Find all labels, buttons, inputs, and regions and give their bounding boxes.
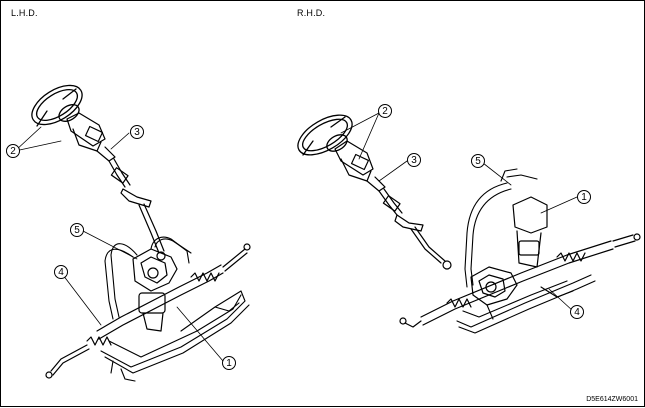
lhd-callout-1-text: 1 xyxy=(226,358,232,369)
lhd-callout-4-text: 4 xyxy=(58,267,64,278)
lhd-callout-leaders xyxy=(14,126,224,362)
rhd-callout-leaders xyxy=(340,112,578,312)
rhd-pipes xyxy=(456,168,596,334)
lhd-callout-1: 1 xyxy=(222,356,236,370)
rhd-steering-column xyxy=(334,140,452,270)
rhd-callout-1: 1 xyxy=(577,190,591,204)
lhd-callout-4: 4 xyxy=(54,265,68,279)
rhd-steering-wheel xyxy=(297,114,353,156)
rhd-callout-2a: 2 xyxy=(378,104,392,118)
rhd-callout-5: 5 xyxy=(471,154,485,168)
lhd-callout-2a-text: 2 xyxy=(10,146,16,157)
rhd-callout-3: 3 xyxy=(407,153,421,167)
rhd-callout-5-text: 5 xyxy=(475,156,481,167)
lhd-callout-5-text: 5 xyxy=(74,225,80,236)
lhd-callout-2a: 2 xyxy=(6,144,20,158)
rhd-title: R.H.D. xyxy=(297,8,326,18)
lhd-callout-5: 5 xyxy=(70,223,84,237)
figure-code: D5E614ZW6001 xyxy=(586,396,638,403)
rhd-callout-2a-text: 2 xyxy=(382,106,388,117)
lhd-callout-3: 3 xyxy=(130,125,144,139)
rhd-steering-assembly xyxy=(297,114,641,334)
lhd-title: L.H.D. xyxy=(11,8,38,18)
rhd-steering-gear xyxy=(399,196,641,328)
rhd-callout-3-text: 3 xyxy=(411,155,417,166)
rhd-callout-4-text: 4 xyxy=(574,307,580,318)
lhd-steering-column xyxy=(66,112,166,261)
lhd-steering-gear xyxy=(45,243,251,379)
lhd-steering-wheel xyxy=(31,84,83,127)
rhd-callout-1-text: 1 xyxy=(581,192,587,203)
rhd-callout-4: 4 xyxy=(570,305,584,319)
lhd-callout-3-text: 3 xyxy=(134,127,140,138)
lhd-steering-assembly xyxy=(31,84,251,382)
